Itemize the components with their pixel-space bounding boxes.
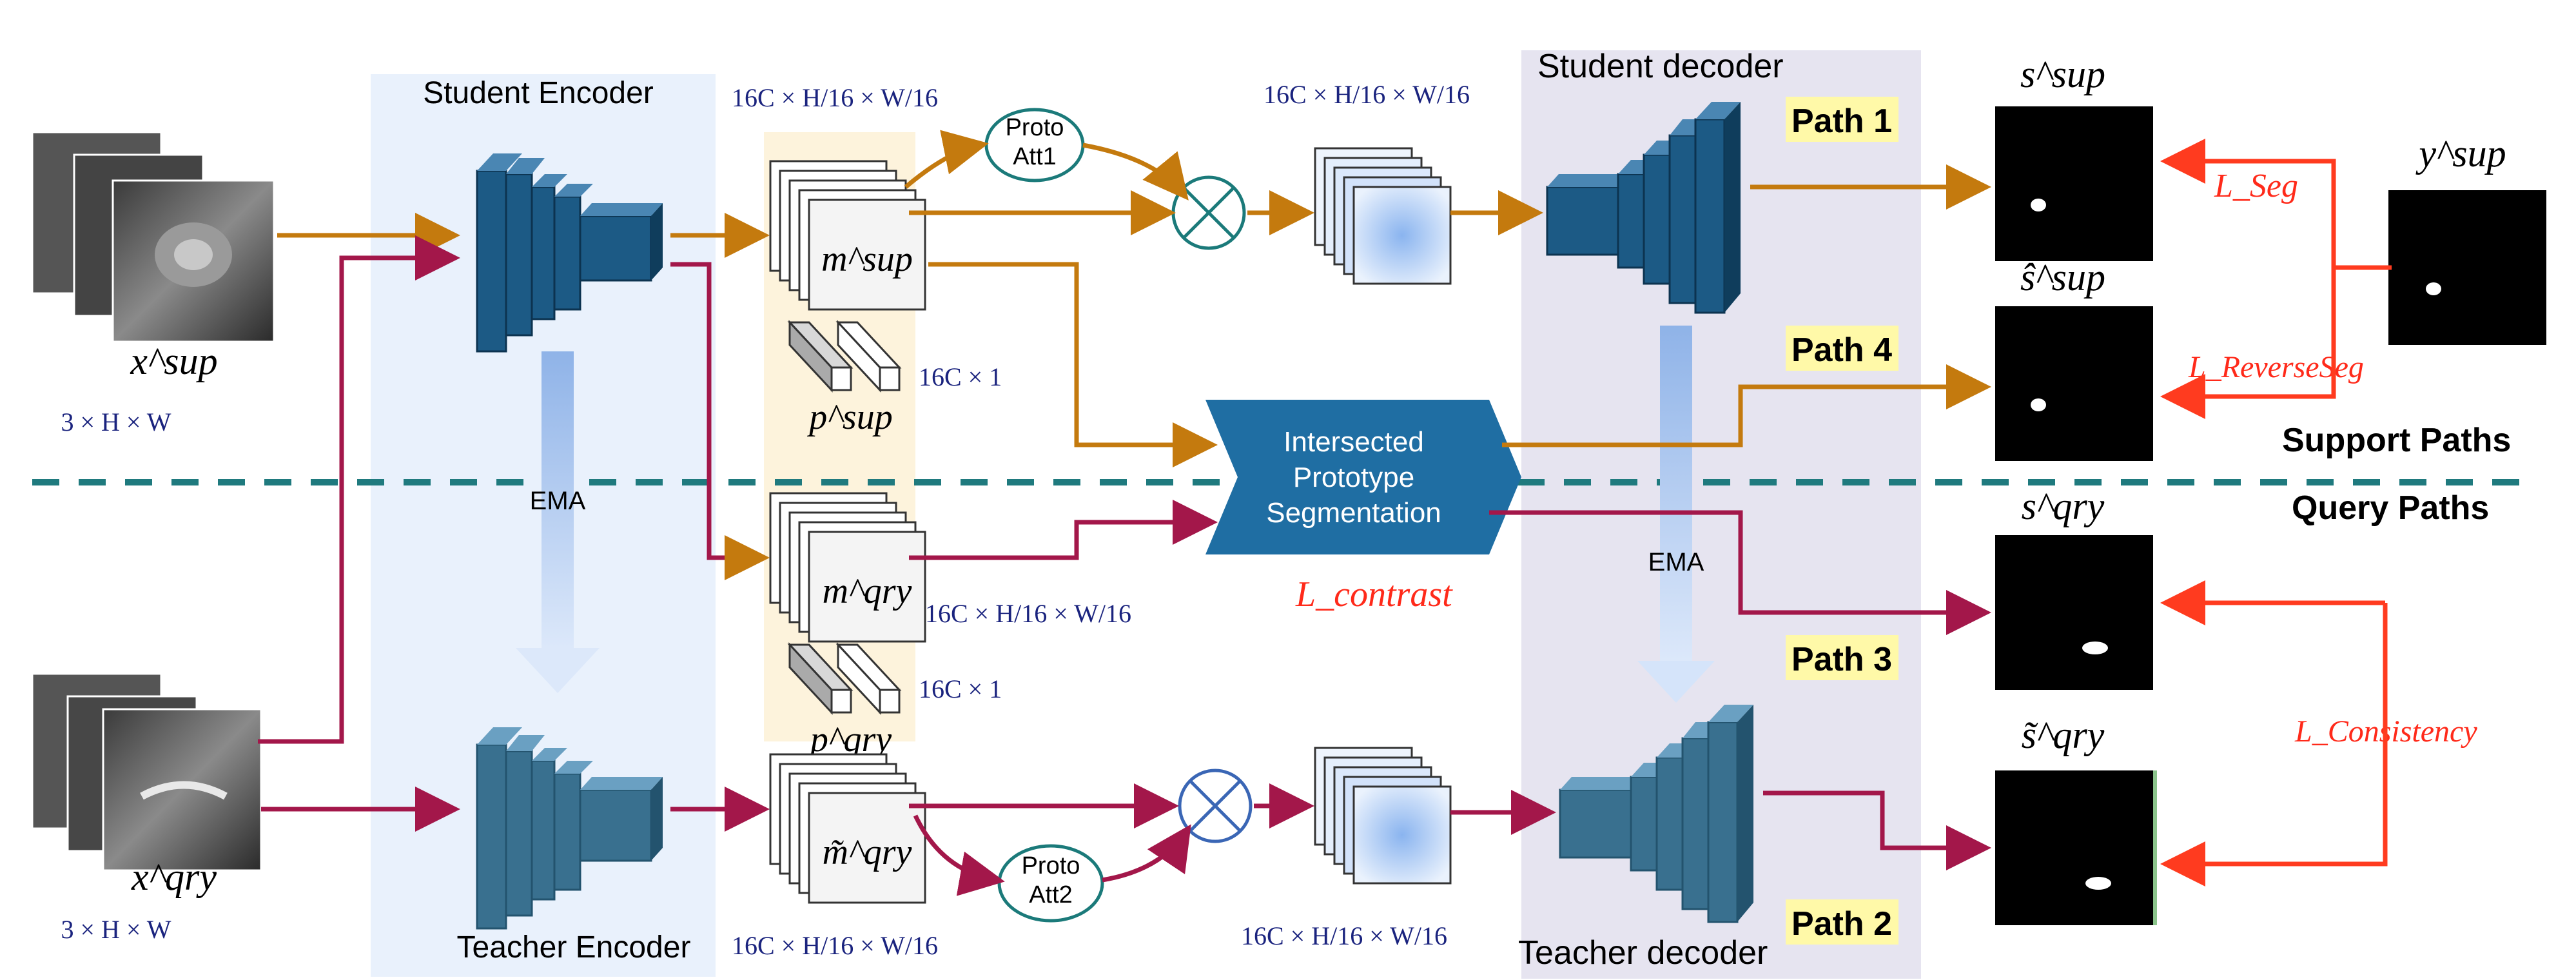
loss-arrows [2160,139,2392,887]
m-qry-stack [769,492,926,643]
s-tilde-qry-mask [1995,770,2157,925]
intersected-prototype-segmentation: Intersected Prototype Segmentation [1205,400,1521,554]
svg-text:Att1: Att1 [1013,143,1057,170]
s-qry-label: s^qry [2022,485,2105,527]
query-input-dim: 3 × H × W [61,915,171,944]
query-input-images [31,672,262,872]
multiply-node-bottom [1178,769,1253,843]
proto-att1: Proto Att1 [984,108,1085,182]
s-tilde-qry-label: s̃^qry [2022,714,2105,756]
m-sup-label: m^sup [821,239,913,279]
path1-tag: Path 1 [1786,97,1898,142]
svg-text:Proto: Proto [1006,114,1064,141]
y-sup-mask [2388,190,2546,345]
svg-text:Att2: Att2 [1029,881,1073,908]
svg-text:Path 1: Path 1 [1791,103,1892,140]
p-qry-vectors [787,642,902,715]
path2-tag: Path 2 [1786,899,1898,945]
p-sup-label: p^sup [806,397,892,437]
teacher-decoder [1559,705,1753,923]
m-tilde-qry-stack [769,753,926,904]
path4-tag: Path 4 [1786,326,1898,371]
bottom-right-map-dim: 16C × H/16 × W/16 [1241,921,1447,950]
s-sup-label: s^sup [2020,53,2105,95]
svg-text:Intersected: Intersected [1283,426,1424,458]
multiply-node-top [1171,175,1246,250]
loss-seg: L_Seg [2214,168,2298,204]
decoder-ema-arrow: EMA [1637,326,1715,703]
support-arrows [277,130,1991,467]
m-qry-dim: 16C × H/16 × W/16 [925,599,1131,628]
support-input-images [31,131,275,343]
student-encoder [476,153,663,353]
proto-att2: Proto Att2 [997,844,1104,923]
query-arrows [258,235,1991,896]
s-sup-mask [1995,106,2153,261]
attended-feature-bottom [1314,747,1452,885]
support-input-dim: 3 × H × W [61,407,171,436]
attended-feature-top [1314,147,1452,285]
p-qry-dim: 16C × 1 [919,674,1002,703]
top-left-map-dim: 16C × H/16 × W/16 [732,83,938,112]
support-input-label: x^sup [130,340,217,382]
teacher-decoder-title: Teacher decoder [1518,934,1768,972]
teacher-encoder [476,727,663,930]
student-encoder-title: Student Encoder [423,76,654,110]
teacher-encoder-title: Teacher Encoder [457,930,691,965]
m-sup-stack [769,160,926,311]
s-qry-mask [1995,535,2153,690]
y-sup-label: y^sup [2415,132,2506,175]
bottom-left-map-dim: 16C × H/16 × W/16 [732,931,938,960]
m-tilde-qry-label: m̃^qry [823,832,912,872]
student-decoder-title: Student decoder [1537,48,1784,85]
svg-text:Proto: Proto [1022,852,1080,879]
top-right-map-dim: 16C × H/16 × W/16 [1264,80,1470,109]
loss-reverse-seg: L_ReverseSeg [2188,350,2364,384]
svg-text:Prototype: Prototype [1293,462,1414,493]
encoder-ema-arrow: EMA [516,351,600,693]
s-hat-sup-label: ŝ^sup [2020,256,2105,299]
m-qry-label: m^qry [823,571,912,611]
s-hat-sup-mask [1995,306,2153,461]
loss-contrast: L_contrast [1295,574,1453,614]
path3-tag: Path 3 [1786,635,1898,680]
encoder-ema-label: EMA [530,487,586,515]
svg-text:Path 2: Path 2 [1791,905,1892,943]
student-decoder [1546,102,1741,314]
svg-text:Path 4: Path 4 [1791,331,1892,369]
p-qry-label: p^qry [808,720,892,760]
decoder-ema-label: EMA [1648,548,1704,576]
query-paths-label: Query Paths [2292,489,2489,527]
p-sup-vectors [787,320,902,393]
svg-text:Segmentation: Segmentation [1266,497,1441,529]
p-sup-dim: 16C × 1 [919,362,1002,391]
svg-text:Path 3: Path 3 [1791,641,1892,678]
support-paths-label: Support Paths [2282,422,2511,459]
query-input-label: x^qry [131,856,217,898]
